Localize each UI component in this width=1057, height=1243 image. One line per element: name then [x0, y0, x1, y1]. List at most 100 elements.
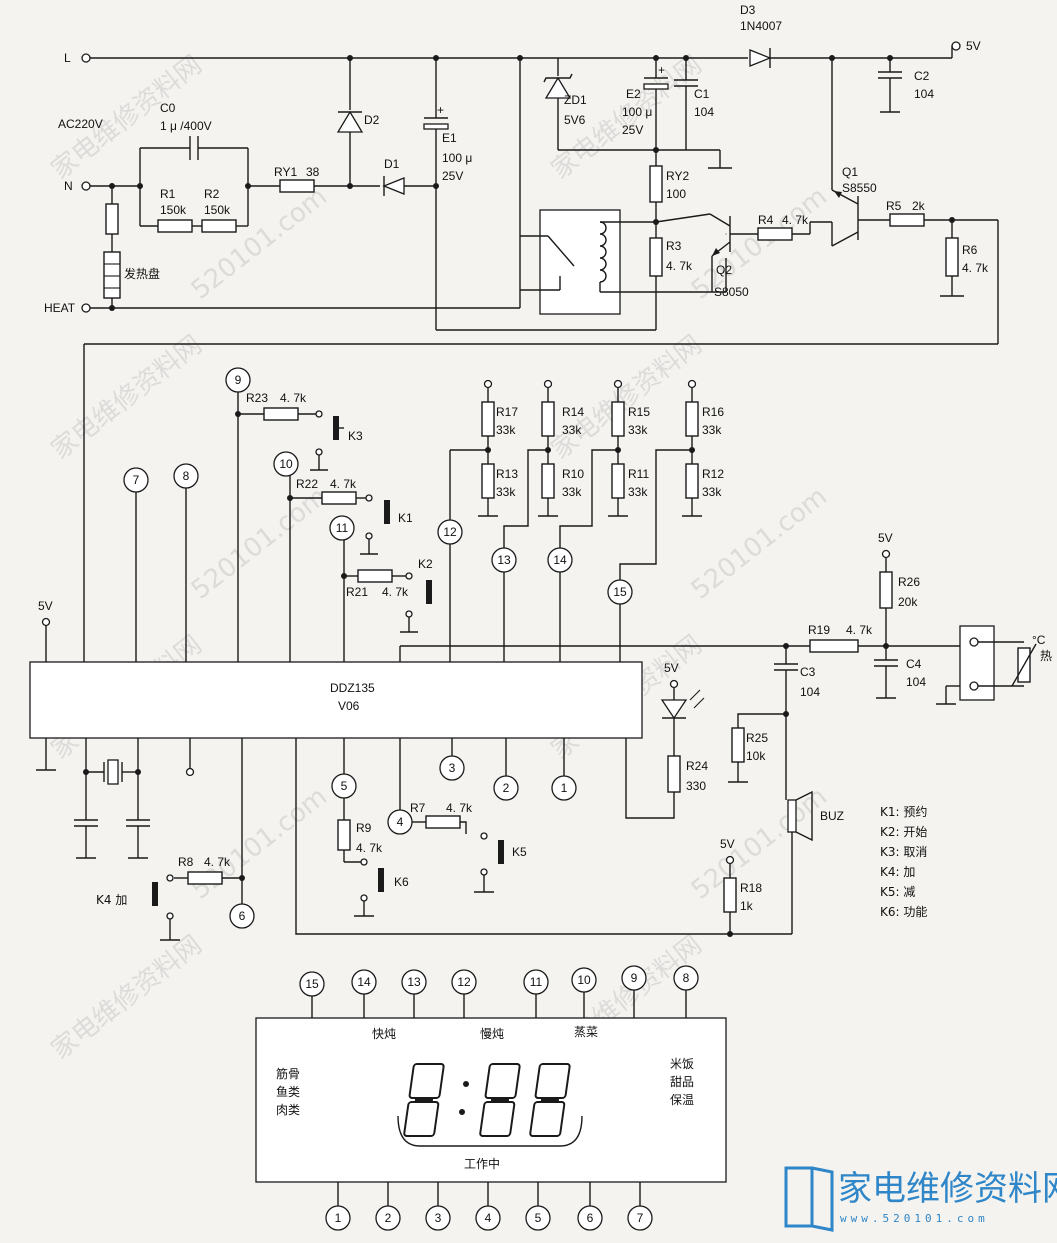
power-section: L D3 1N4007 5V C2 104 AC220V N	[44, 3, 999, 664]
label-R2: R2	[204, 187, 220, 201]
label-R1-value: 150k	[160, 203, 187, 217]
watermark-text: 520101.com	[186, 481, 333, 605]
label-R11-value: 33k	[628, 485, 648, 499]
resistor-R24	[667, 755, 681, 793]
connector-label: 3	[449, 761, 456, 775]
switch-K6[interactable]	[378, 868, 384, 892]
thermistor-arrow	[1011, 643, 1037, 687]
connector-3	[439, 755, 465, 781]
resistor-R26	[879, 571, 893, 609]
switch-K5[interactable]	[498, 840, 504, 864]
switch-K6-contact	[360, 858, 368, 866]
label-D3: D3	[740, 3, 756, 17]
label-R18: R18	[740, 881, 762, 895]
label-E1-value1: 100 μ	[442, 151, 472, 165]
connector-label: 13	[497, 553, 511, 567]
logo-title: 家电维修资料网	[838, 1169, 1057, 1209]
display-pin-top	[523, 969, 549, 995]
label-5v-led: 5V	[664, 661, 679, 675]
label-ZD1: ZD1	[564, 93, 587, 107]
sensor-pin	[969, 637, 979, 647]
display-module: 15 14 13 12 11 10 9 8 快炖 慢炖 蒸菜 筋骨 鱼类 肉类 …	[255, 965, 727, 1231]
display-pin-top	[451, 969, 477, 995]
display-pin-label: 7	[637, 1211, 644, 1225]
label-D2: D2	[364, 113, 380, 127]
label-Q1: Q1	[842, 165, 858, 179]
label-D1: D1	[384, 157, 400, 171]
label-R16-value: 33k	[702, 423, 722, 437]
diode-D2	[336, 110, 364, 133]
terminal-nc	[185, 767, 195, 777]
control-section: DDZ135 V06 5V 7 8 9 R23 4. 7k K3 10	[29, 367, 1052, 941]
switch-K4-contact	[166, 912, 174, 920]
terminal-5v-divider	[543, 379, 553, 389]
label-C2-value: 104	[914, 87, 934, 101]
label-sensor: 热	[1040, 649, 1052, 663]
terminal-5v	[951, 41, 961, 51]
label-R17: R17	[496, 405, 518, 419]
ic-ddz135	[29, 661, 643, 739]
status-label: 工作中	[464, 1156, 500, 1171]
display-pin-top	[571, 967, 597, 993]
switch-K1[interactable]	[384, 500, 390, 524]
junction-dot	[829, 55, 835, 61]
label-E2-value2: 25V	[622, 123, 643, 137]
legend-item: K6: 功能	[880, 905, 927, 919]
cap-E1-plus: +	[437, 103, 444, 117]
legend-item: K5: 减	[880, 885, 915, 899]
display-pin-label: 1	[335, 1211, 342, 1225]
junction-dot	[485, 447, 491, 453]
cap-E2-plus: +	[658, 63, 665, 77]
cap-E2-plate	[643, 83, 669, 90]
switch-K4[interactable]	[152, 882, 158, 906]
watermark-text: 520101.com	[686, 181, 833, 305]
connector-7	[123, 467, 149, 493]
terminal-L	[81, 53, 91, 63]
zener-ZD1-bar	[543, 73, 573, 83]
resistor-R12	[685, 463, 699, 499]
label-5v-r18: 5V	[720, 837, 735, 851]
display-pin-label: 12	[457, 975, 471, 989]
relay-RY	[539, 209, 621, 315]
resistor-R13	[481, 463, 495, 499]
label-C2: C2	[914, 69, 930, 83]
label-Q2-value: S8050	[714, 285, 749, 299]
junction-dot	[653, 147, 659, 153]
resistor-R25	[731, 727, 745, 763]
label-R8-value: 4. 7k	[204, 855, 231, 869]
display-pin-bottom	[375, 1205, 401, 1231]
resistor-R21	[357, 569, 393, 583]
label-Q1-value: S8550	[842, 181, 877, 195]
watermark-text: 520101.com	[686, 481, 833, 605]
switch-K1-contact	[365, 494, 373, 502]
label-R18-value: 1k	[740, 899, 754, 913]
junction-dot	[887, 55, 893, 61]
label-R11: R11	[628, 467, 649, 481]
sensor-pin	[969, 681, 979, 691]
connector-label: 4	[397, 815, 404, 829]
label-L: L	[64, 51, 71, 65]
mode-label-right: 米饭	[670, 1057, 694, 1071]
resistor-R4	[757, 227, 793, 241]
label-R21-value: 4. 7k	[382, 585, 409, 599]
label-ZD1-value: 5V6	[564, 113, 586, 127]
connector-9	[225, 367, 251, 393]
transistor-Q1-arrow	[834, 191, 842, 198]
label-R13-value: 33k	[496, 485, 516, 499]
wire-R25	[737, 713, 786, 728]
display-pin-label: 8	[683, 971, 690, 985]
label-R19: R19	[808, 623, 830, 637]
resistor-R23	[263, 407, 299, 421]
label-R23-value: 4. 7k	[280, 391, 307, 405]
connector-10	[273, 451, 299, 477]
junction-dot	[433, 55, 439, 61]
digit	[403, 1063, 445, 1137]
label-R3: R3	[666, 239, 682, 253]
label-C3-value: 104	[800, 685, 820, 699]
label-C0: C0	[160, 101, 176, 115]
switch-K2-contact	[405, 572, 413, 580]
label-R26: R26	[898, 575, 920, 589]
label-buzzer: BUZ	[820, 809, 844, 823]
switch-K2[interactable]	[426, 580, 432, 604]
